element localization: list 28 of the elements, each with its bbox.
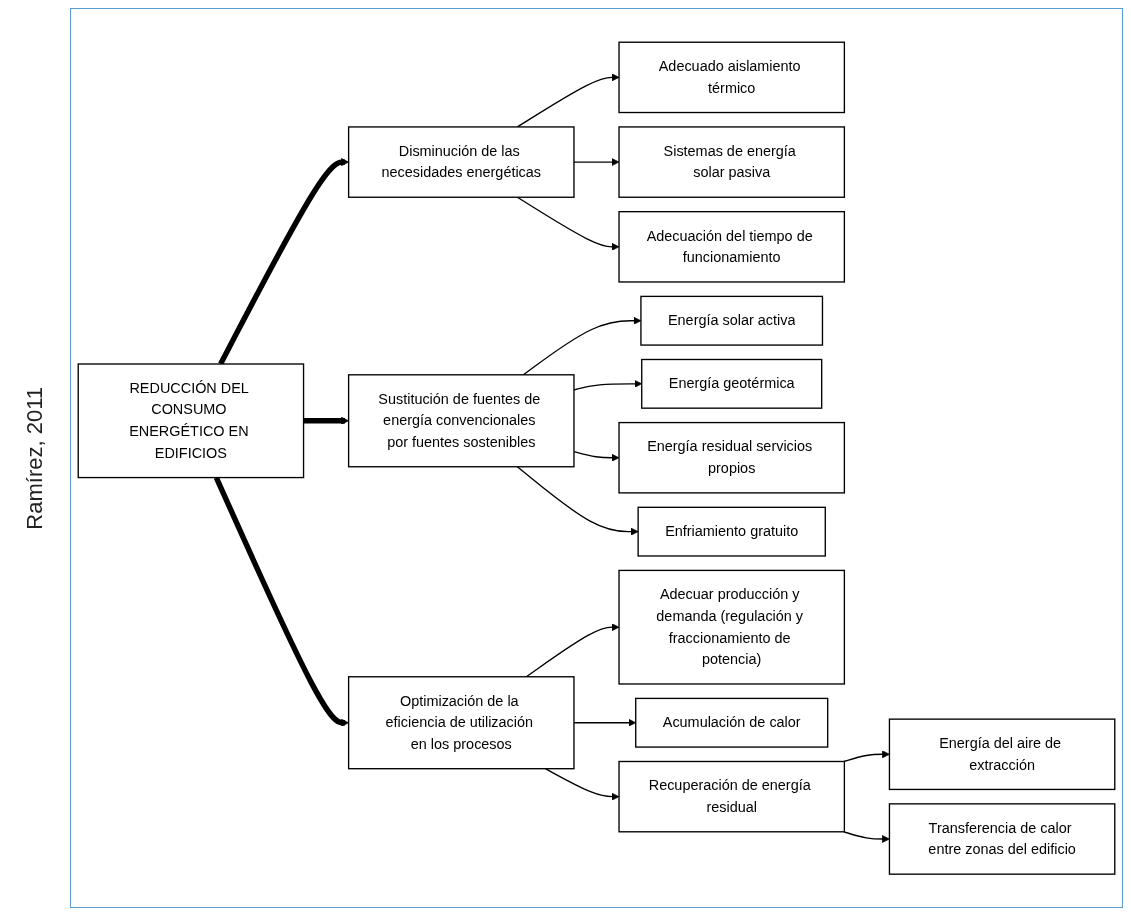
node-box: Transferencia de calor entre zonas del edificio — [888, 803, 1116, 875]
arrow — [544, 767, 620, 801]
node-box: Optimización de la eficiencia de utilización en los procesos — [347, 675, 575, 770]
node-box: Adecuado aislamiento térmico — [618, 41, 846, 113]
source-note: Ramírez, 2011 — [22, 386, 48, 530]
node-box: Sustitución de fuentes de energía convencionales por fuentes sostenibles — [347, 373, 575, 468]
arrow — [525, 623, 620, 678]
arrow — [516, 196, 620, 251]
arrow — [516, 73, 620, 128]
node-box: Enfriamiento gratuito — [637, 506, 826, 557]
arrow — [516, 465, 639, 536]
node-box: Sistemas de energía solar pasiva — [618, 126, 846, 198]
node-box: Recuperación de energía residual — [618, 760, 846, 833]
node-box: Adecuar producción y demanda (regulación y fraccionamiento de potencia) — [618, 569, 846, 685]
node-box: Adecuación del tiempo de funcionamiento — [618, 210, 846, 283]
node-box: Energía residual servicios propios — [618, 421, 846, 494]
node-box: Acumulación de calor — [635, 697, 829, 748]
arrow — [573, 450, 620, 462]
node-box: REDUCCIÓN DEL CONSUMO ENERGÉTICO EN EDIFICIOS — [77, 363, 305, 479]
node-box: Energía del aire de extracción — [888, 718, 1116, 790]
arrow — [303, 416, 349, 425]
arrow — [843, 750, 890, 762]
node-box: Energía geotérmica — [641, 358, 823, 409]
node-box: Disminución de las necesidades energéticas — [347, 126, 575, 198]
arrow — [213, 476, 349, 727]
node-box: Energía solar activa — [640, 295, 824, 346]
arrow — [573, 157, 620, 166]
arrow — [843, 830, 890, 843]
